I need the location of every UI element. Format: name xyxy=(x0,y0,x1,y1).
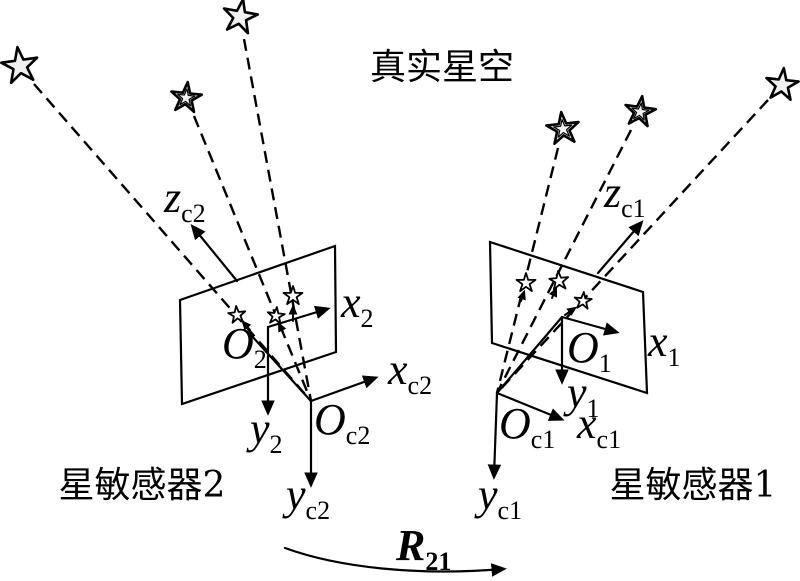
label-o-c2: Oc2 xyxy=(314,395,370,450)
sky-stars xyxy=(0,0,800,145)
yc1-axis-arrow xyxy=(487,391,502,480)
imaged-star-arrows xyxy=(241,286,578,333)
sight-line xyxy=(242,38,313,402)
sensor1-image-plane xyxy=(488,240,649,395)
sight-lines-sensor1 xyxy=(495,99,769,394)
sky-star xyxy=(545,110,580,145)
label-y-c2: yc2 xyxy=(282,470,330,525)
imaged-star xyxy=(548,270,570,291)
sight-line xyxy=(496,99,769,394)
sky-star xyxy=(222,0,260,35)
sky-star-inner-outline xyxy=(631,102,650,121)
imaged-stars xyxy=(227,270,593,325)
sensor2-image-plane xyxy=(178,244,338,406)
imaged-star xyxy=(282,285,304,305)
sky-star xyxy=(765,66,800,101)
title-real-starry-sky: 真实星空 xyxy=(370,47,514,88)
sight-line xyxy=(495,129,633,394)
imaged-star xyxy=(227,305,247,324)
rotation-arrow-r21 xyxy=(283,546,507,577)
caption-star-sensor-2: 星敏感器2 xyxy=(59,465,226,506)
label-z-c1: zc1 xyxy=(603,168,646,223)
sky-star xyxy=(0,45,39,85)
label-y-1: y1 xyxy=(563,368,600,423)
label-y-2: y2 xyxy=(246,404,283,459)
label-rotation-r21: R21 xyxy=(395,521,451,576)
label-x-c2: xc2 xyxy=(387,345,432,400)
zc1-axis-arrow xyxy=(596,220,644,275)
xc2-axis-arrow xyxy=(309,375,379,403)
sky-star-inner-outline xyxy=(177,88,196,107)
label-x-1: x1 xyxy=(647,317,681,372)
sensor1-principal-line xyxy=(495,315,564,395)
caption-star-sensor-1: 星敏感器1 xyxy=(610,465,777,506)
star-vector-arrow xyxy=(241,320,252,331)
label-y-c1: yc1 xyxy=(474,470,522,525)
label-o-2: O2 xyxy=(222,319,267,374)
sky-star-inner-outline xyxy=(553,119,573,138)
star-vector-arrow xyxy=(517,289,526,302)
label-o-c1: Oc1 xyxy=(499,399,555,454)
imaged-star xyxy=(573,291,593,310)
zc2-axis-arrow xyxy=(190,224,239,283)
label-x-2: x2 xyxy=(340,278,374,333)
x1-axis-arrow xyxy=(560,315,620,336)
sight-line xyxy=(192,115,313,402)
sight-line xyxy=(33,83,312,402)
imaged-star xyxy=(515,272,537,292)
sight-line xyxy=(495,147,560,394)
sensor2-axes xyxy=(190,224,379,488)
star-vector-arrow xyxy=(548,286,558,299)
sensor2-principal-line xyxy=(248,332,312,402)
imaged-star xyxy=(266,306,286,325)
sky-star xyxy=(624,94,658,128)
xc1-axis-arrow xyxy=(495,391,565,421)
sensor1-axes xyxy=(487,220,644,480)
label-x-c1: xc1 xyxy=(576,399,621,454)
star-vector-arrow xyxy=(277,321,287,333)
sky-star xyxy=(170,80,203,114)
star-vector-arrow xyxy=(564,306,578,316)
x2-axis-arrow xyxy=(266,305,331,329)
label-o-1: O1 xyxy=(567,323,612,378)
label-z-c2: zc2 xyxy=(163,173,206,228)
sight-lines-sensor2 xyxy=(33,38,313,402)
